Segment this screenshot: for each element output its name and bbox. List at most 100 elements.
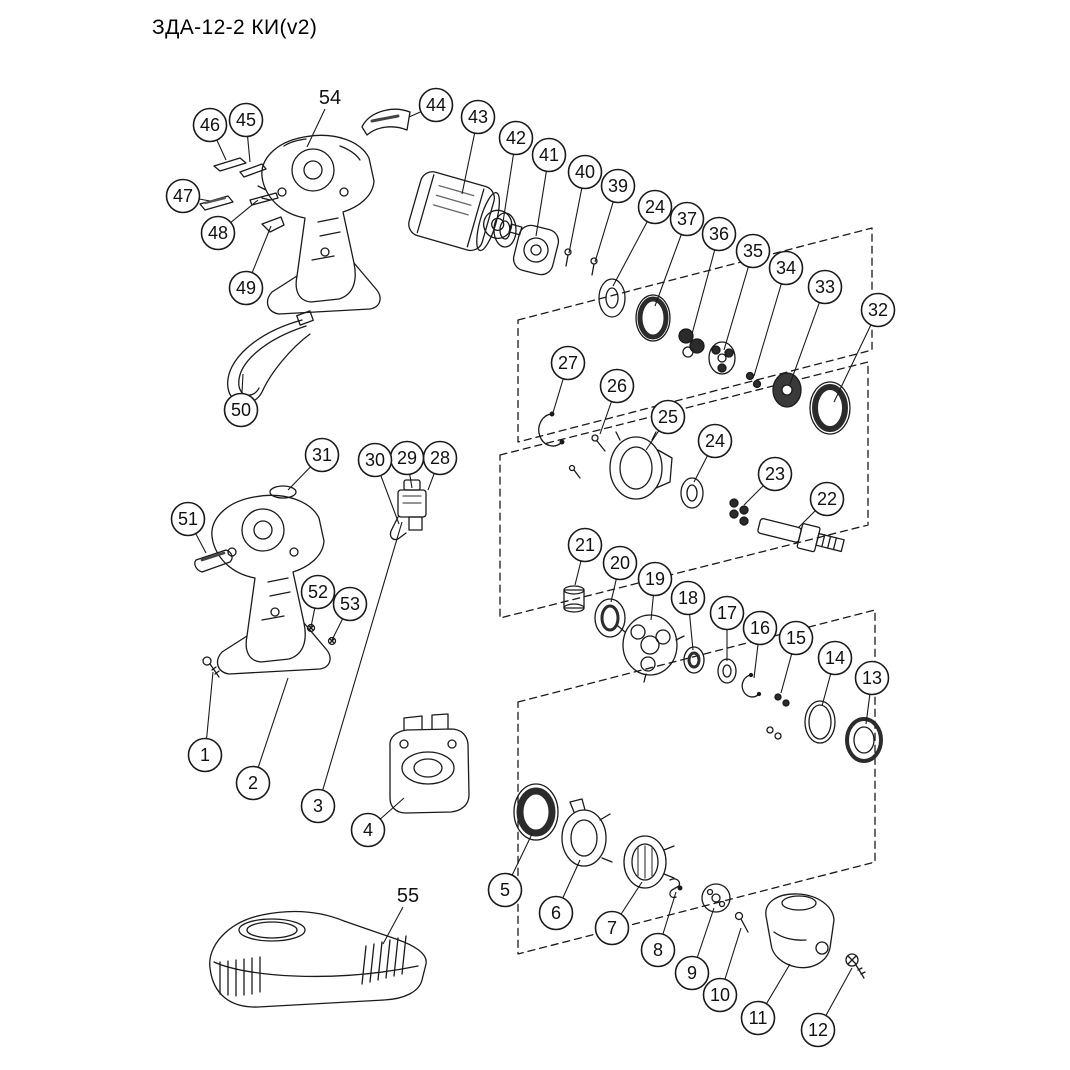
screw-10-drawing	[734, 911, 749, 933]
drill-housing-lower-drawing	[211, 494, 331, 675]
screw-1-drawing	[202, 656, 220, 678]
gearbox-housing-25-drawing	[609, 431, 673, 500]
screw-26-drawing	[568, 434, 606, 479]
motor-endcap-drawing	[493, 212, 517, 248]
svg-text:48: 48	[208, 223, 228, 243]
spindle-shaft-22-drawing	[757, 518, 845, 553]
svg-text:47: 47	[173, 186, 193, 206]
callout-22: 22	[797, 481, 845, 529]
callout-46: 46	[192, 107, 228, 161]
planet-gears-36-drawing	[678, 328, 705, 358]
callout-15: 15	[778, 620, 814, 694]
pins-34-drawing	[745, 371, 762, 389]
bearing-retainer-drawing	[512, 224, 560, 276]
svg-text:18: 18	[678, 588, 698, 608]
sleeve-21-drawing	[563, 585, 585, 613]
svg-text:11: 11	[749, 1008, 768, 1028]
circlip-27-drawing	[538, 411, 565, 447]
svg-text:37: 37	[677, 209, 697, 229]
svg-text:6: 6	[551, 903, 561, 923]
callout-35: 35	[723, 233, 771, 351]
svg-text:27: 27	[558, 353, 578, 373]
svg-text:42: 42	[506, 128, 526, 148]
ring-gear-37-drawing	[635, 294, 671, 342]
svg-text:55: 55	[397, 885, 419, 907]
svg-text:34: 34	[776, 258, 796, 278]
callout-55: 55	[382, 885, 419, 945]
callout-29: 29	[389, 440, 425, 489]
callout-18: 18	[670, 580, 706, 651]
callout-11: 11	[740, 963, 791, 1036]
svg-text:54: 54	[319, 87, 341, 109]
svg-text:14: 14	[825, 648, 845, 668]
svg-text:10: 10	[710, 985, 730, 1005]
lanyard-strap-drawing	[227, 310, 314, 404]
charger-drawing	[209, 910, 427, 1008]
callout-52: 52	[300, 574, 336, 628]
small-parts-48-49-drawing	[249, 192, 285, 233]
washer-24b-drawing	[680, 477, 704, 509]
planet-carrier-35-drawing	[708, 341, 736, 375]
ring-gear-32-drawing	[809, 381, 851, 435]
svg-text:17: 17	[717, 603, 737, 623]
svg-text:7: 7	[607, 918, 617, 938]
callout-42: 42	[498, 120, 534, 223]
callout-13: 13	[854, 660, 890, 725]
svg-text:41: 41	[539, 145, 559, 165]
svg-text:8: 8	[653, 940, 663, 960]
svg-text:19: 19	[645, 569, 665, 589]
svg-text:24: 24	[645, 197, 665, 217]
svg-text:4: 4	[363, 820, 373, 840]
chuck-cap-11-drawing	[765, 893, 835, 969]
screws-39-40-drawing	[564, 248, 598, 276]
svg-text:53: 53	[340, 594, 360, 614]
callout-16: 16	[742, 610, 778, 679]
small-gear-18-drawing	[683, 646, 705, 674]
callout-3: 3	[300, 521, 403, 824]
svg-text:13: 13	[862, 668, 882, 688]
callout-2: 2	[235, 677, 289, 801]
large-ring-14-drawing	[804, 700, 836, 744]
ring-20-drawing	[594, 598, 626, 638]
callout-36: 36	[691, 216, 737, 335]
balls-23-drawing	[729, 498, 749, 526]
front-ring-5-drawing	[513, 783, 559, 841]
dashed-group-box-1	[517, 227, 873, 443]
svg-text:33: 33	[815, 277, 835, 297]
callout-28: 28	[422, 440, 458, 491]
callout-32: 32	[833, 292, 896, 403]
svg-text:23: 23	[765, 464, 785, 484]
callout-48: 48	[200, 199, 259, 251]
svg-text:5: 5	[500, 880, 510, 900]
svg-text:52: 52	[308, 582, 328, 602]
svg-text:1: 1	[200, 745, 210, 765]
callout-17: 17	[709, 595, 745, 661]
svg-text:43: 43	[468, 107, 488, 127]
callout-27: 27	[550, 345, 586, 417]
svg-text:16: 16	[750, 618, 770, 638]
svg-text:15: 15	[786, 628, 806, 648]
callout-44: 44	[408, 87, 454, 123]
callout-53: 53	[331, 586, 368, 641]
callout-1: 1	[187, 671, 223, 773]
gear-case-19-drawing	[617, 614, 685, 683]
svg-text:22: 22	[817, 489, 837, 509]
plate-51-drawing	[194, 549, 233, 573]
clutch-ring-6-drawing	[561, 798, 613, 867]
callout-49: 49	[228, 225, 272, 306]
svg-text:24: 24	[705, 431, 725, 451]
drill-housing-upper-drawing	[257, 134, 381, 315]
svg-text:20: 20	[610, 553, 630, 573]
diagram-title: ЗДА-12-2 КИ(v2)	[152, 16, 318, 39]
svg-text:29: 29	[397, 448, 417, 468]
dashed-group-box-2	[499, 361, 869, 619]
callout-20: 20	[602, 545, 638, 603]
svg-text:36: 36	[709, 224, 729, 244]
button-31-drawing	[269, 485, 297, 499]
svg-text:3: 3	[313, 796, 323, 816]
callout-12: 12	[800, 967, 853, 1048]
svg-text:51: 51	[178, 509, 198, 529]
svg-text:28: 28	[430, 448, 450, 468]
